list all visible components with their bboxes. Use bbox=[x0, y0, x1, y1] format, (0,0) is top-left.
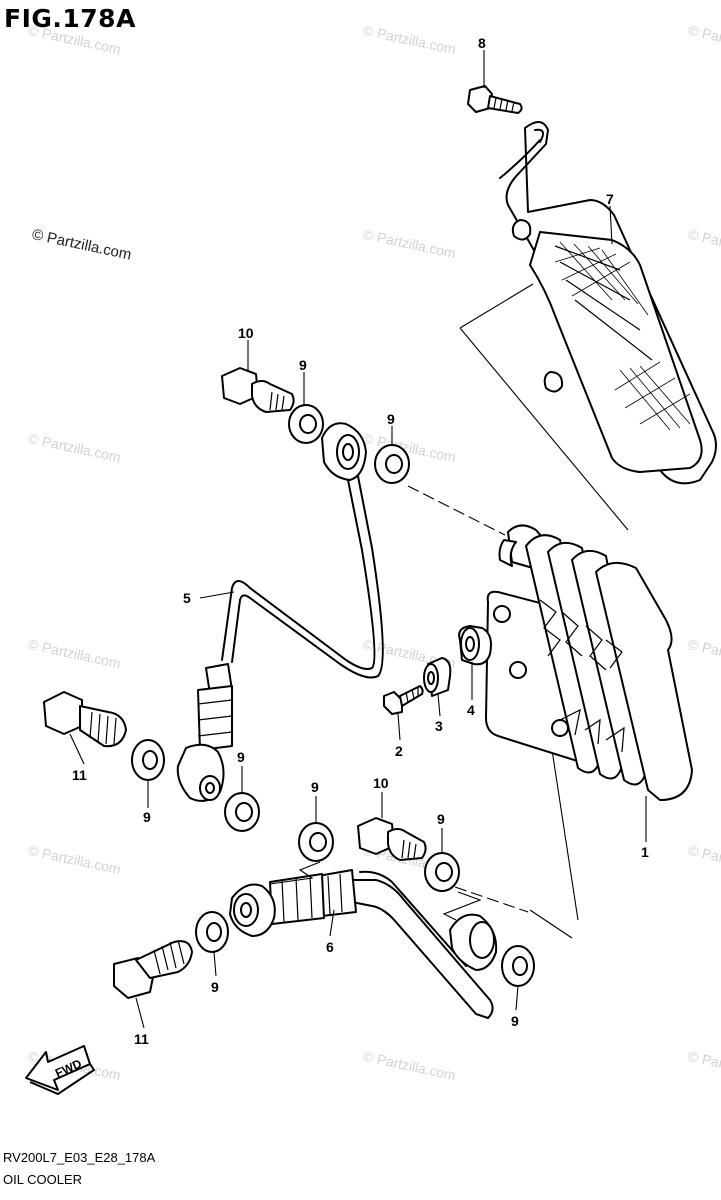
bolt-2 bbox=[383, 685, 424, 715]
diagram-caption: OIL COOLER bbox=[3, 1172, 82, 1187]
callout-5: 5 bbox=[183, 590, 191, 606]
callout-10: 10 bbox=[238, 325, 254, 341]
union-bolt-10-lower bbox=[357, 817, 427, 861]
oil-pipe-6 bbox=[229, 869, 498, 1019]
bolt-8 bbox=[467, 85, 523, 114]
callout-9: 9 bbox=[143, 809, 151, 825]
washer-9 bbox=[298, 822, 334, 862]
washer-9 bbox=[374, 444, 410, 484]
callout-9: 9 bbox=[299, 357, 307, 373]
callout-10: 10 bbox=[373, 775, 389, 791]
washer-9 bbox=[195, 911, 229, 953]
callout-2: 2 bbox=[395, 743, 403, 759]
washer-9 bbox=[224, 792, 260, 832]
callout-4: 4 bbox=[467, 702, 475, 718]
callout-leaders bbox=[69, 50, 647, 1029]
washer-9 bbox=[131, 739, 165, 781]
assembly-lines bbox=[269, 861, 482, 921]
oil-cooler bbox=[485, 524, 693, 801]
union-bolt-11-lower bbox=[113, 939, 193, 999]
forward-direction-arrow: FWD bbox=[25, 1045, 96, 1096]
callout-11: 11 bbox=[72, 767, 87, 783]
oil-cooler-guard bbox=[499, 121, 717, 485]
union-bolt-10-upper bbox=[221, 367, 295, 413]
collar-3 bbox=[423, 657, 452, 697]
diagram-code: RV200L7_E03_E28_178A bbox=[3, 1150, 156, 1165]
callout-labels: 8 7 10 9 9 5 2 3 4 1 11 9 9 9 10 9 6 9 1… bbox=[72, 35, 649, 1047]
callout-3: 3 bbox=[435, 718, 443, 734]
washer-9 bbox=[501, 945, 535, 987]
callout-9: 9 bbox=[511, 1013, 519, 1029]
washer-9 bbox=[288, 404, 324, 444]
union-bolt-11-upper bbox=[43, 691, 127, 748]
cushion-4 bbox=[458, 625, 492, 666]
callout-7: 7 bbox=[606, 191, 614, 207]
callout-9: 9 bbox=[387, 411, 395, 427]
callout-6: 6 bbox=[326, 939, 334, 955]
callout-9: 9 bbox=[237, 749, 245, 765]
washer-9 bbox=[424, 852, 460, 892]
callout-9: 9 bbox=[437, 811, 445, 827]
callout-11: 11 bbox=[134, 1031, 149, 1047]
callout-1: 1 bbox=[641, 844, 649, 860]
callout-8: 8 bbox=[478, 35, 486, 51]
figure-title: FIG.178A bbox=[4, 4, 136, 33]
callout-9: 9 bbox=[211, 979, 219, 995]
oil-pipe-5 bbox=[176, 422, 384, 802]
callout-9: 9 bbox=[311, 779, 319, 795]
